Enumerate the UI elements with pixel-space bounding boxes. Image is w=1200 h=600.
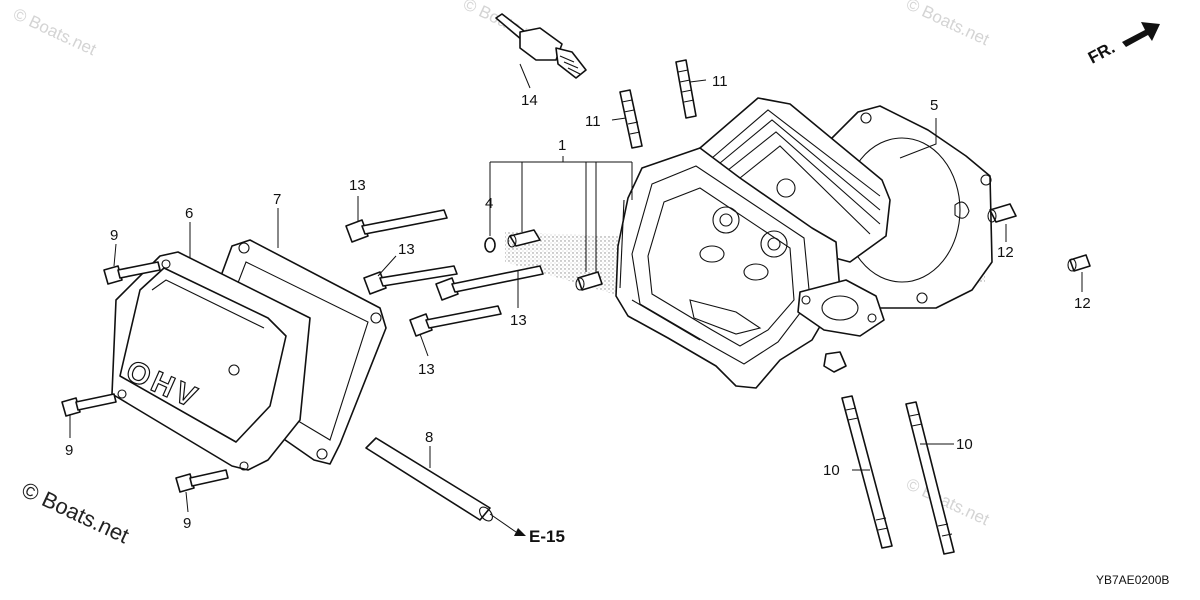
watermark-logo-text: © Boats.net <box>18 477 133 548</box>
front-direction-indicator: FR. <box>1085 22 1160 68</box>
callout-1: 1 <box>558 137 566 154</box>
callout-9: 9 <box>65 442 73 459</box>
breather-tube <box>365 437 493 522</box>
callout-12: 12 <box>1074 295 1091 312</box>
callout-5: 5 <box>930 97 938 114</box>
spark-plug <box>495 13 587 79</box>
callout-12: 12 <box>997 244 1014 261</box>
leader-lines <box>69 63 1083 536</box>
callout-11: 11 <box>712 73 728 90</box>
reference-arrow-icon <box>514 528 526 536</box>
watermark-text: © Boats.net <box>903 474 992 529</box>
dowel-pins-12 <box>987 203 1091 272</box>
callout-13: 13 <box>349 177 366 194</box>
callout-13: 13 <box>418 361 435 378</box>
front-arrow-icon <box>1122 22 1160 47</box>
callouts: 1 4 5 6 7 8 9 9 9 10 10 11 11 12 12 13 1… <box>65 73 1091 532</box>
o-ring <box>484 237 496 253</box>
callout-13: 13 <box>398 241 415 258</box>
head-cover: OHV <box>111 251 311 471</box>
front-label: FR. <box>1085 38 1118 68</box>
callout-9: 9 <box>110 227 118 244</box>
cylinder-head <box>615 97 891 389</box>
watermark-text: © Boats.net <box>903 0 992 49</box>
callout-10: 10 <box>956 436 973 453</box>
callout-4: 4 <box>485 195 493 212</box>
callout-6: 6 <box>185 205 193 222</box>
dowel-pins <box>507 229 603 291</box>
callout-8: 8 <box>425 429 433 446</box>
callout-13: 13 <box>510 312 527 329</box>
callout-11: 11 <box>585 113 601 130</box>
callout-14: 14 <box>521 92 538 109</box>
callout-10: 10 <box>823 462 840 479</box>
stud-bolts-11 <box>619 59 697 149</box>
bolts-13 <box>345 209 544 337</box>
callout-9: 9 <box>183 515 191 532</box>
watermark-text: © Boats.net <box>10 4 99 59</box>
callout-7: 7 <box>273 191 281 208</box>
stud-bolts-10 <box>841 395 955 555</box>
section-reference: E-15 <box>529 527 565 546</box>
diagram-code: YB7AE0200B <box>1096 573 1169 587</box>
cover-bolts-9 <box>61 261 229 493</box>
